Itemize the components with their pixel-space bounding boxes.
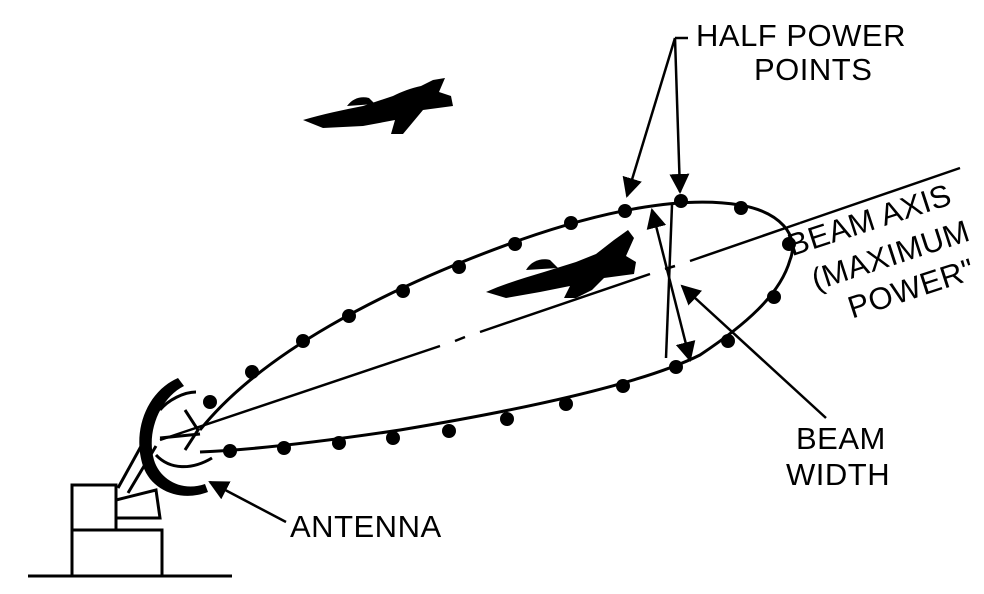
radar-dish-icon — [70, 378, 213, 578]
beam-axis-line — [159, 166, 961, 442]
half-power-points — [203, 194, 796, 458]
antenna-label: ANTENNA — [290, 509, 442, 544]
half-power-label-line2: POINTS — [754, 52, 872, 87]
jet-aircraft-icon — [303, 78, 453, 134]
beam-width-arrows — [646, 204, 696, 362]
half-power-pointers — [622, 36, 690, 198]
jet-aircraft-icon — [486, 230, 636, 298]
beam-width-pointer — [680, 284, 827, 419]
antenna-pointer — [208, 480, 287, 524]
half-power-label-line1: HALF POWER — [696, 18, 906, 53]
beam-width-label-line2: WIDTH — [786, 457, 890, 492]
beam-width-label-line1: BEAM — [796, 421, 886, 456]
beam-lobe-outline — [198, 200, 794, 454]
